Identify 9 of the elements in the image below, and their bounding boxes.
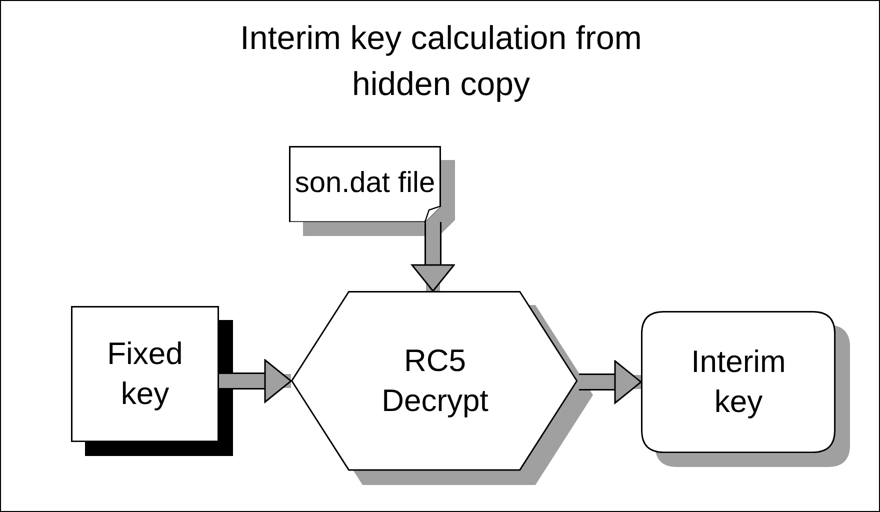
node-label: son.dat file — [294, 166, 436, 202]
rounded-box — [641, 311, 836, 453]
process-box — [71, 306, 219, 442]
hexagon-node — [291, 291, 579, 471]
node-label: Interim key — [690, 342, 787, 421]
node-label: Fixed key — [106, 334, 184, 413]
diagram-title: Interim key calculation from hidden copy — [239, 18, 643, 104]
document-shape — [289, 146, 441, 222]
node-label: RC5 Decrypt — [380, 342, 490, 420]
